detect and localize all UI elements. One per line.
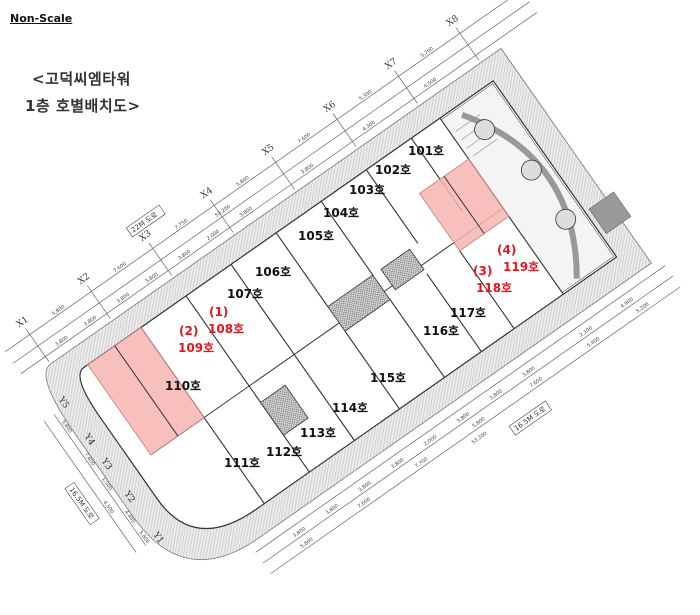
svg-text:16.5M 도로: 16.5M 도로 <box>513 405 548 433</box>
entrance-plaza <box>440 83 632 294</box>
highlighted-units <box>87 158 510 456</box>
axis-x6: X6 <box>322 100 338 115</box>
non-scale-note: Non-Scale <box>10 12 73 25</box>
unit-101-label[interactable]: 101호 <box>408 144 444 158</box>
tree-icon <box>474 119 496 140</box>
unit-119-label[interactable]: 119호 <box>503 260 539 274</box>
axis-x7: X7 <box>384 57 400 72</box>
building-title: <고덕씨엠타워 <box>32 70 131 88</box>
highlighted-unit-labels: (1) 108호 (2) 109호 (3) 118호 (4) 119호 <box>178 243 539 355</box>
unit-108-label[interactable]: 108호 <box>208 322 244 336</box>
svg-text:16.5M 도로: 16.5M 도로 <box>67 486 95 521</box>
unit-118-label[interactable]: 118호 <box>476 281 512 295</box>
stair-core <box>327 274 391 332</box>
tree-icon <box>520 159 542 181</box>
unit-103-label[interactable]: 103호 <box>349 183 385 197</box>
unit-109-highlight[interactable] <box>87 326 205 456</box>
road-label-left: 16.5M 도로 <box>64 481 100 526</box>
axis-x5: X5 <box>261 143 277 158</box>
axis-x2: X2 <box>76 272 92 287</box>
unit-104-label[interactable]: 104호 <box>323 206 359 220</box>
unit-113-label[interactable]: 113호 <box>300 426 336 440</box>
unit-112-label[interactable]: 112호 <box>266 445 302 459</box>
unit-117-label[interactable]: 117호 <box>450 306 486 320</box>
unit-labels: 101호 102호 103호 104호 105호 106호 107호 110호 … <box>165 144 486 470</box>
building-core <box>260 248 425 436</box>
axis-x4: X4 <box>199 186 215 201</box>
unit-109-label[interactable]: 109호 <box>178 341 214 355</box>
road-label-bottom: 16.5M 도로 <box>508 400 552 436</box>
unit-119-marker: (4) <box>497 243 516 257</box>
stair-west <box>260 384 309 436</box>
unit-118-marker: (3) <box>473 264 492 278</box>
unit-108-marker: (1) <box>209 305 228 319</box>
unit-114-label[interactable]: 114호 <box>332 401 368 415</box>
elevator-core <box>380 248 425 291</box>
unit-111-label[interactable]: 111호 <box>224 456 260 470</box>
unit-110-label[interactable]: 110호 <box>165 379 201 393</box>
unit-115-label[interactable]: 115호 <box>370 371 406 385</box>
unit-102-label[interactable]: 102호 <box>375 163 411 177</box>
floor-plan-subtitle: 1층 호별배치도> <box>25 97 141 115</box>
unit-116-label[interactable]: 116호 <box>423 324 459 338</box>
unit-105-label[interactable]: 105호 <box>298 229 334 243</box>
top-row-unit-walls <box>140 117 564 418</box>
unit-109-marker: (2) <box>179 324 198 338</box>
top-dimension-lines <box>5 0 538 375</box>
axis-x1: X1 <box>15 315 31 330</box>
axis-x8: X8 <box>445 14 461 29</box>
bottom-row-unit-walls <box>203 250 515 504</box>
dark-paved-area <box>588 191 632 234</box>
unit-106-label[interactable]: 106호 <box>255 265 291 279</box>
tree-icon <box>555 208 577 230</box>
unit-107-label[interactable]: 107호 <box>227 287 263 301</box>
bottom-dimension-lines <box>255 265 681 574</box>
svg-text:53,200: 53,200 <box>471 431 489 446</box>
corridor-line <box>150 207 504 456</box>
